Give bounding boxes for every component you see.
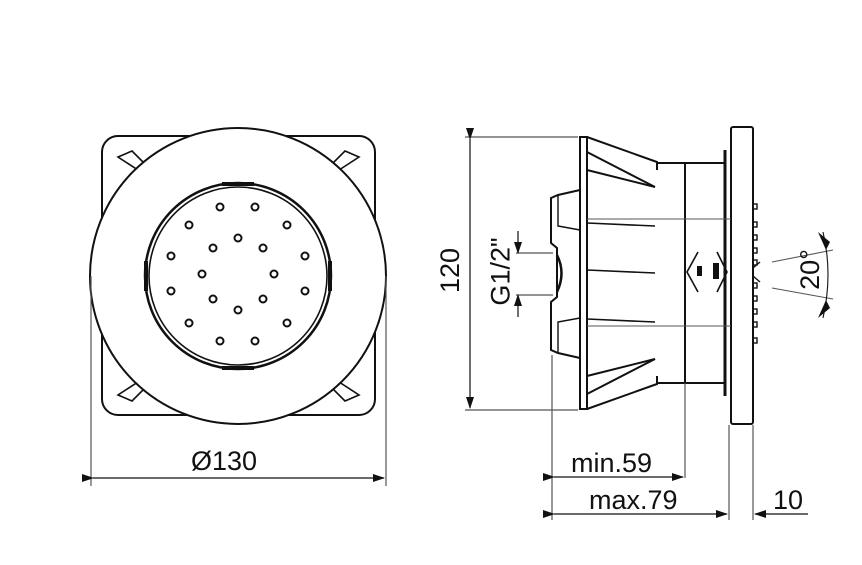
angle-dimension — [771, 231, 834, 319]
height-dimension — [465, 128, 578, 411]
front-flange — [730, 126, 754, 425]
side-view — [550, 126, 761, 425]
inner-face-inner-ring — [148, 186, 328, 366]
max-depth-label: max.79 — [589, 485, 678, 515]
diameter-label: Ø130 — [191, 446, 258, 476]
nozzles — [166, 202, 310, 346]
front-view — [89, 127, 387, 425]
nozzle-pins — [752, 203, 758, 344]
depth-dimensions — [543, 355, 808, 520]
flange-label: 10 — [773, 485, 804, 515]
diameter-dimension — [82, 276, 387, 486]
angle-label: 20° — [794, 249, 825, 290]
thread-label: G1/2" — [485, 237, 516, 306]
inlet-connector — [550, 189, 581, 359]
outer-rosette — [89, 127, 387, 425]
flow-arrow-left — [686, 251, 699, 293]
thread-dimension — [514, 231, 553, 317]
min-depth-label: min.59 — [571, 448, 653, 478]
frame-plate — [579, 136, 588, 410]
height-label: 120 — [435, 247, 466, 294]
ring-clips — [144, 182, 332, 370]
flow-arrow-right — [716, 251, 728, 293]
